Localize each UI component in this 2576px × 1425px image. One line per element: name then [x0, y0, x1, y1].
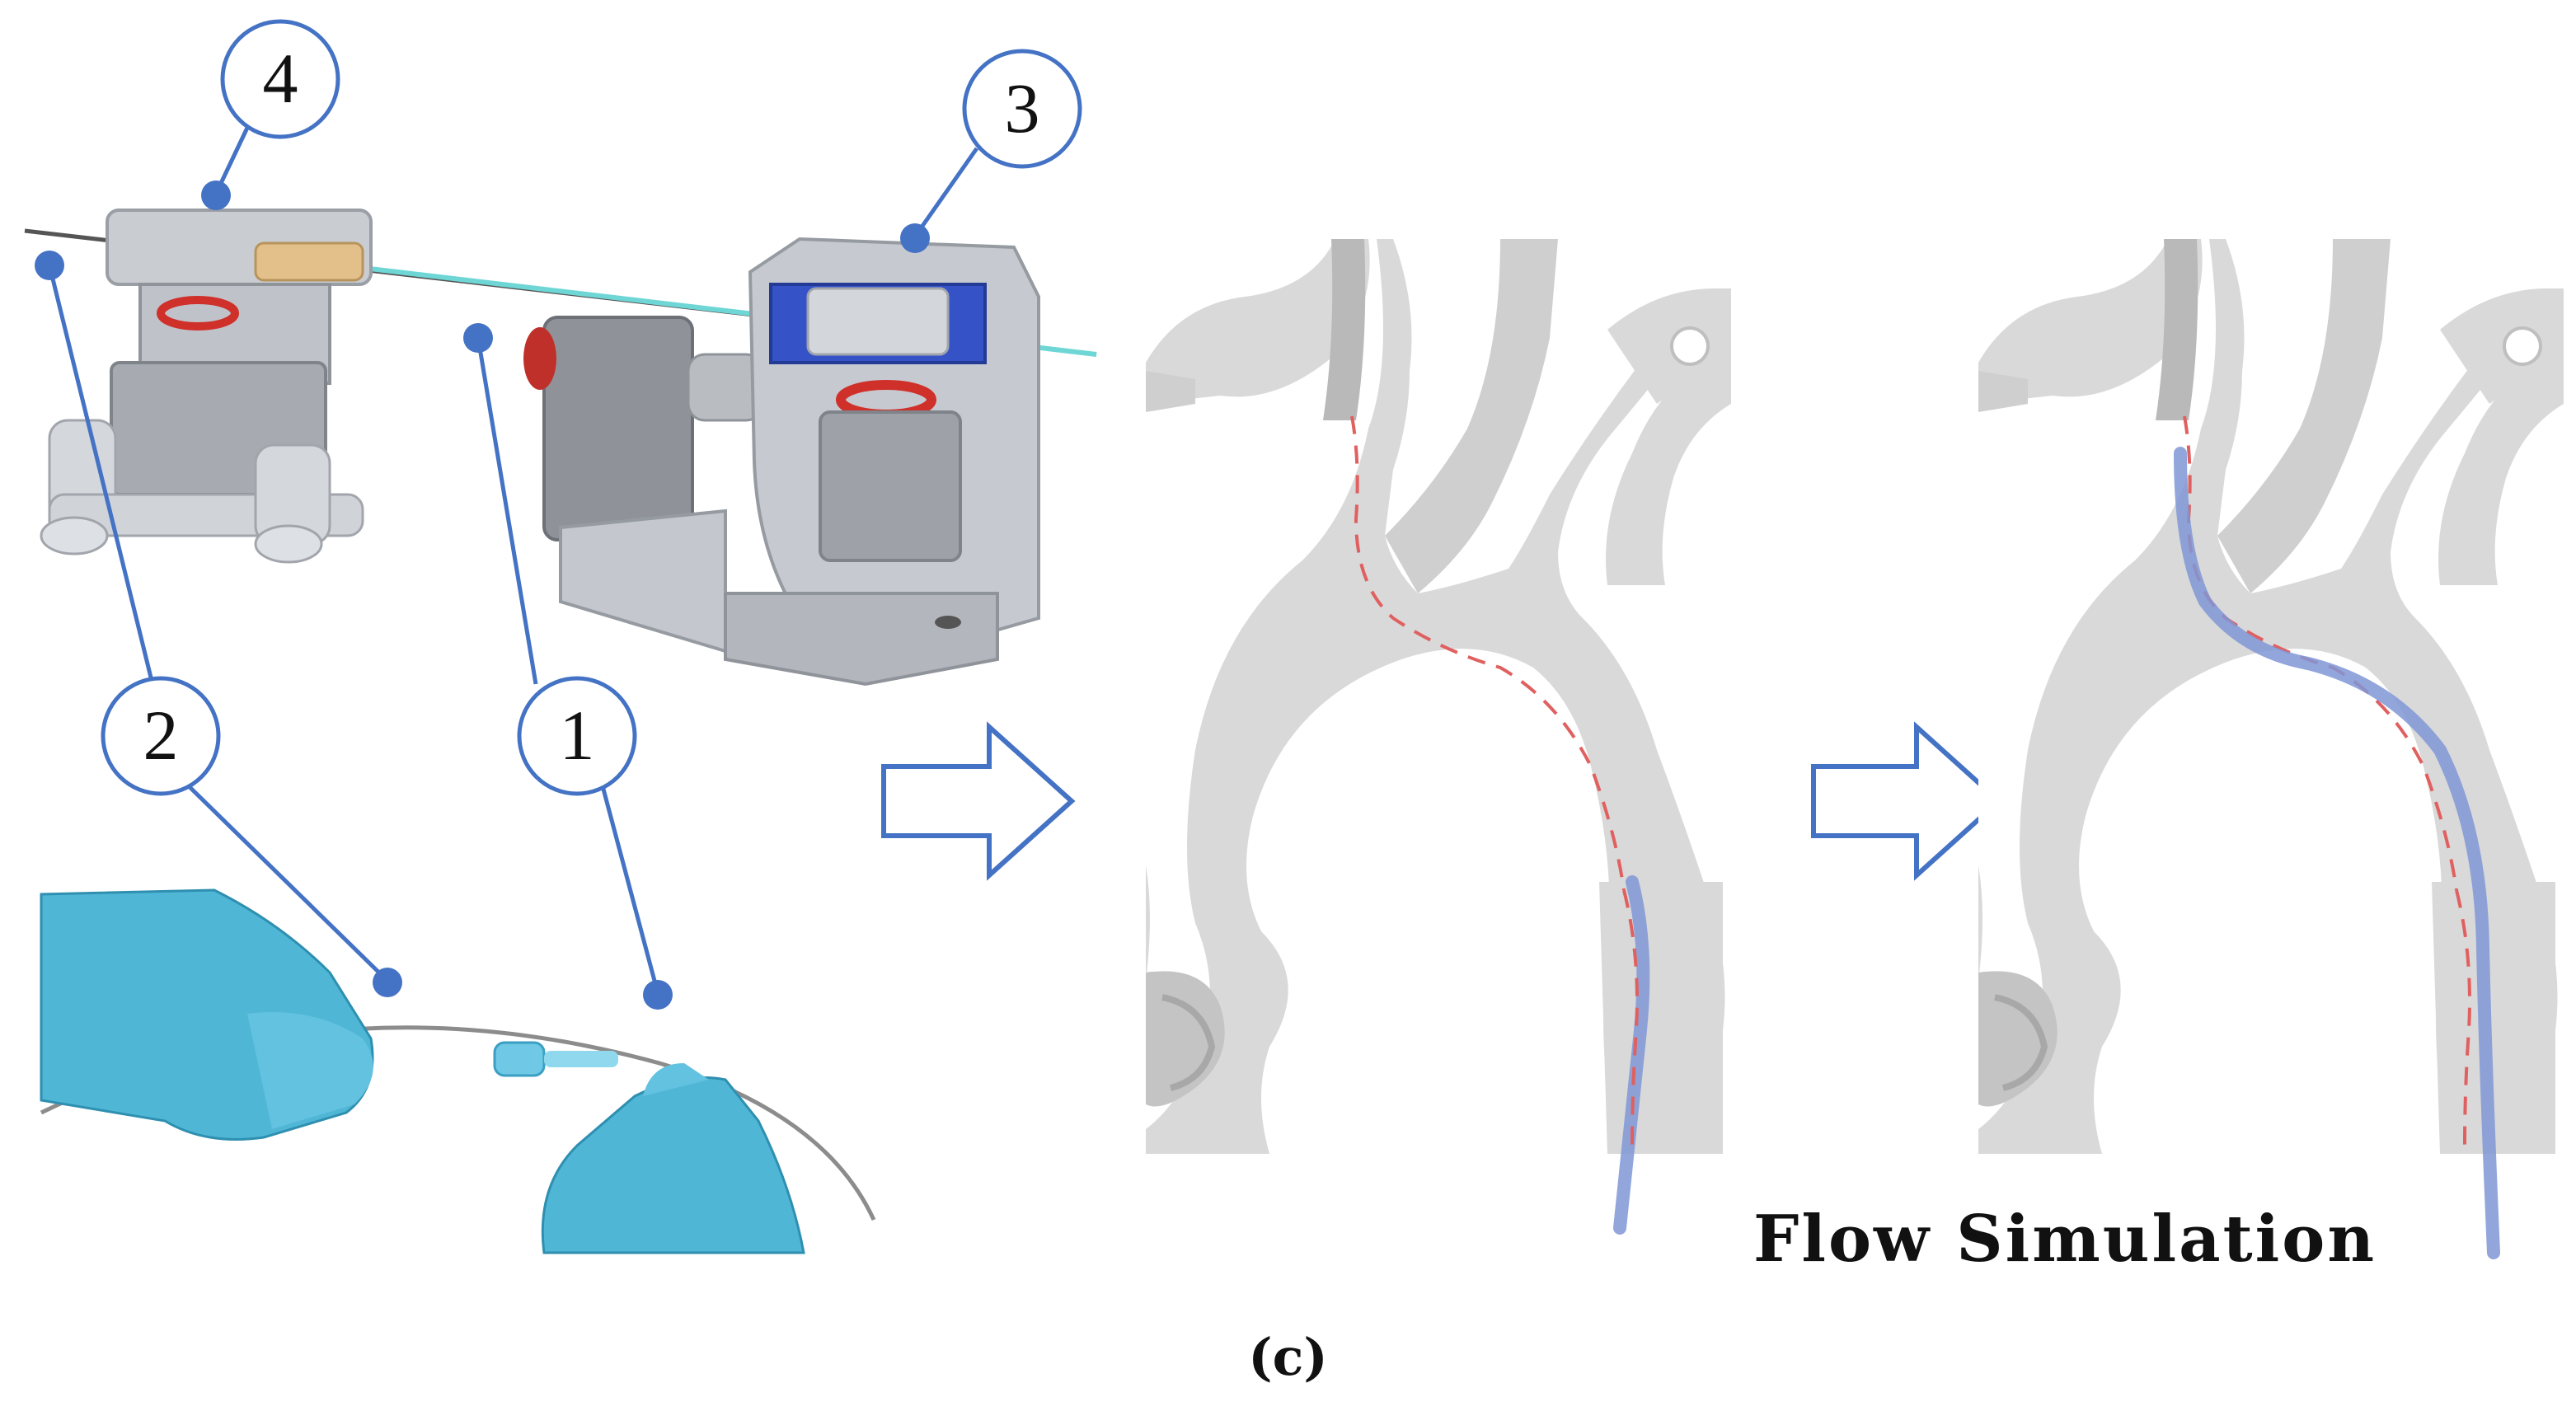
guidewire-partial	[1613, 875, 1650, 1235]
arrow-right-1	[881, 721, 1076, 881]
figure-caption: (c)	[1248, 1327, 1328, 1387]
callout-label-3: 3	[1005, 68, 1040, 148]
hands-photo	[40, 888, 876, 1254]
robot-device-illustration	[24, 209, 1097, 687]
vessel-panel-after	[1978, 239, 2564, 1259]
callout-2: 2	[101, 676, 221, 796]
flow-simulation-label: Flow Simulation	[1753, 1202, 2377, 1277]
callout-dot-4	[201, 180, 231, 210]
callout-dot-2a	[35, 251, 64, 280]
callout-label-2: 2	[143, 696, 179, 775]
callout-label-1: 1	[560, 696, 595, 775]
callout-dot-1a	[463, 323, 493, 353]
callout-leaders	[35, 126, 979, 1010]
guidewire-full	[2174, 447, 2500, 1259]
callout-label-4: 4	[263, 39, 298, 118]
callout-1: 1	[517, 676, 637, 796]
arrow-right-2	[1811, 721, 2003, 881]
module-3	[523, 237, 1040, 687]
connector	[493, 1041, 618, 1077]
callout-3: 3	[962, 49, 1082, 169]
callout-dot-1b	[643, 980, 673, 1010]
module-4	[40, 209, 373, 564]
callout-dot-2b	[373, 968, 402, 997]
callout-4: 4	[220, 19, 340, 139]
vessel-panel-before	[1146, 239, 1731, 1235]
callout-dot-3	[900, 223, 930, 253]
right-glove	[541, 1076, 805, 1254]
